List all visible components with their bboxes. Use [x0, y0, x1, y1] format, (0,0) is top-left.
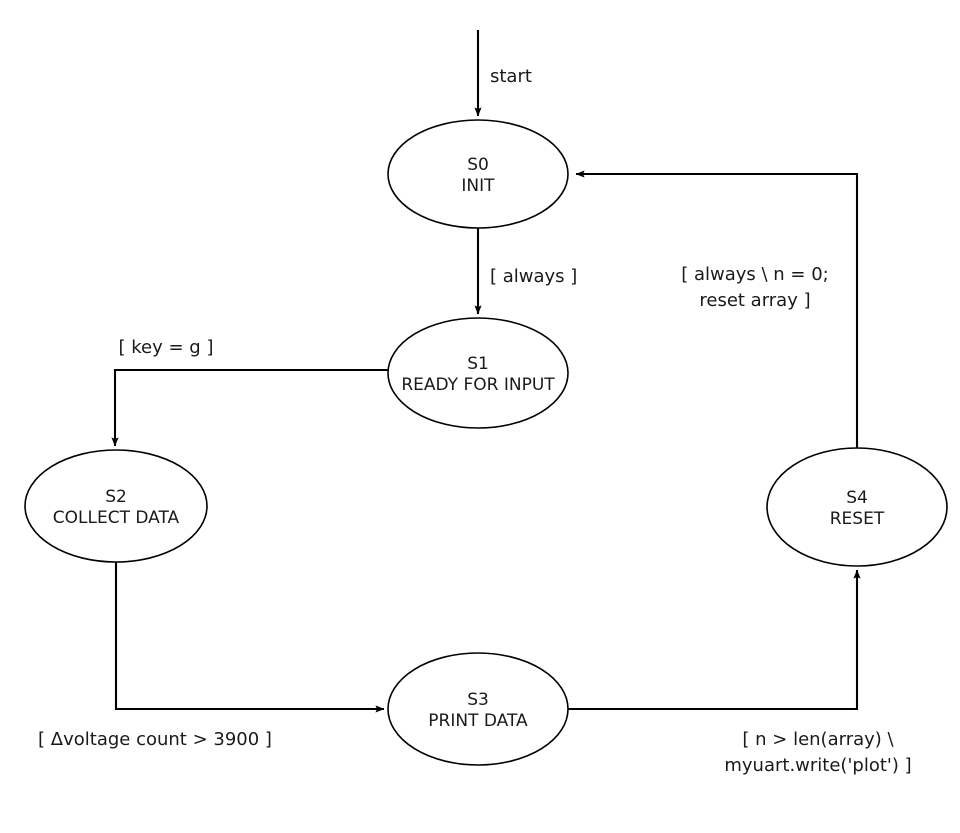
state-name-s0: INIT: [461, 176, 495, 196]
state-name-s1: READY FOR INPUT: [401, 375, 555, 395]
state-ellipse-s0[interactable]: [387, 119, 569, 229]
transition-label-always: [ always ]: [490, 266, 577, 287]
state-node-s1[interactable]: S1 READY FOR INPUT: [387, 317, 569, 429]
transition-label-print-done-line1: [ n > len(array) \: [742, 729, 894, 750]
state-name-s3: PRINT DATA: [428, 711, 528, 731]
state-ellipse-s4[interactable]: [766, 447, 948, 567]
transition-s2-to-s3: [114, 562, 385, 713]
state-ellipse-s1[interactable]: [387, 317, 569, 429]
state-name-s4: RESET: [830, 509, 885, 529]
state-node-s3[interactable]: S3 PRINT DATA: [387, 652, 569, 766]
state-number-s2: S2: [105, 487, 127, 507]
transition-label-reset-line1: [ always \ n = 0;: [681, 264, 829, 285]
transition-label-key-g: [ key = g ]: [119, 337, 214, 358]
state-number-s3: S3: [467, 690, 489, 710]
transitions-layer: [111, 30, 861, 713]
state-number-s4: S4: [846, 488, 868, 508]
transition-s3-to-s4: [568, 569, 861, 711]
transition-s1-to-s2: [111, 368, 388, 447]
state-ellipse-s2[interactable]: [24, 449, 208, 563]
transition-label-voltage-count: [ Δvoltage count > 3900 ]: [38, 729, 272, 750]
states-layer: S0 INIT S1 READY FOR INPUT S2 COLLECT DA…: [24, 119, 948, 766]
state-node-s4[interactable]: S4 RESET: [766, 447, 948, 567]
transition-label-start: start: [490, 66, 532, 87]
state-node-s0[interactable]: S0 INIT: [387, 119, 569, 229]
transition-label-reset-line2: reset array ]: [699, 290, 810, 311]
state-node-s2[interactable]: S2 COLLECT DATA: [24, 449, 208, 563]
state-ellipse-s3[interactable]: [387, 652, 569, 766]
transition-labels-layer: start [ always ] [ key = g ] [ Δvoltage …: [38, 66, 912, 776]
transition-s4-to-s0: [575, 170, 859, 448]
state-number-s0: S0: [467, 155, 489, 175]
transition-label-print-done-line2: myuart.write('plot') ]: [724, 755, 911, 776]
state-number-s1: S1: [467, 354, 489, 374]
state-name-s2: COLLECT DATA: [53, 508, 180, 528]
